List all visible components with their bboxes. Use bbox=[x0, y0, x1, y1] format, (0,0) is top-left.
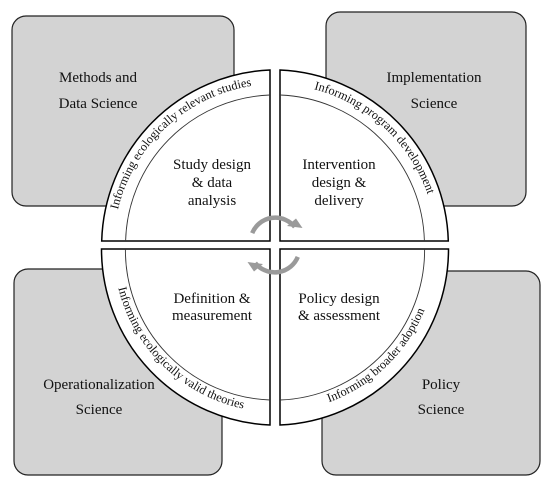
cycle-arrows-icon bbox=[247, 215, 303, 275]
quadrant-label-policy-design-line2: & assessment bbox=[298, 308, 381, 324]
corner-label-operationalization-line1: Operationalization bbox=[43, 377, 155, 393]
quadrant-intervention bbox=[279, 69, 450, 242]
quadrant-label-intervention-line2: design & bbox=[312, 175, 367, 191]
corner-label-implementation-line2: Science bbox=[411, 96, 458, 112]
corner-label-policy-line2: Science bbox=[418, 402, 465, 418]
corner-label-methods-line1: Methods and bbox=[59, 70, 137, 86]
inner-ring-top-right bbox=[279, 94, 425, 242]
corner-label-methods-line2: Data Science bbox=[59, 96, 138, 112]
inner-ring-top-left bbox=[125, 94, 271, 242]
inner-ring-bottom-left bbox=[124, 248, 271, 401]
corner-label-operationalization-line2: Science bbox=[76, 402, 123, 418]
corner-label-implementation-line1: Implementation bbox=[387, 70, 482, 86]
quadrant-definition bbox=[100, 248, 271, 426]
quadrant-label-definition-line1: Definition & bbox=[173, 291, 250, 307]
quadrant-label-study-line3: analysis bbox=[188, 193, 236, 209]
quadrant-study-design bbox=[100, 69, 271, 242]
quadrant-label-intervention-line1: Intervention bbox=[302, 157, 376, 173]
quadrant-label-study-line1: Study design bbox=[173, 157, 251, 173]
quadrant-label-definition-line2: measurement bbox=[172, 308, 253, 324]
corner-label-policy-line1: Policy bbox=[422, 377, 461, 393]
inner-ring-bottom-right bbox=[279, 248, 426, 401]
quadrant-label-study-line2: & data bbox=[192, 175, 233, 191]
quadrant-policy-design bbox=[279, 248, 450, 426]
quadrant-label-policy-design-line1: Policy design bbox=[298, 291, 380, 307]
quadrant-label-intervention-line3: delivery bbox=[314, 193, 364, 209]
